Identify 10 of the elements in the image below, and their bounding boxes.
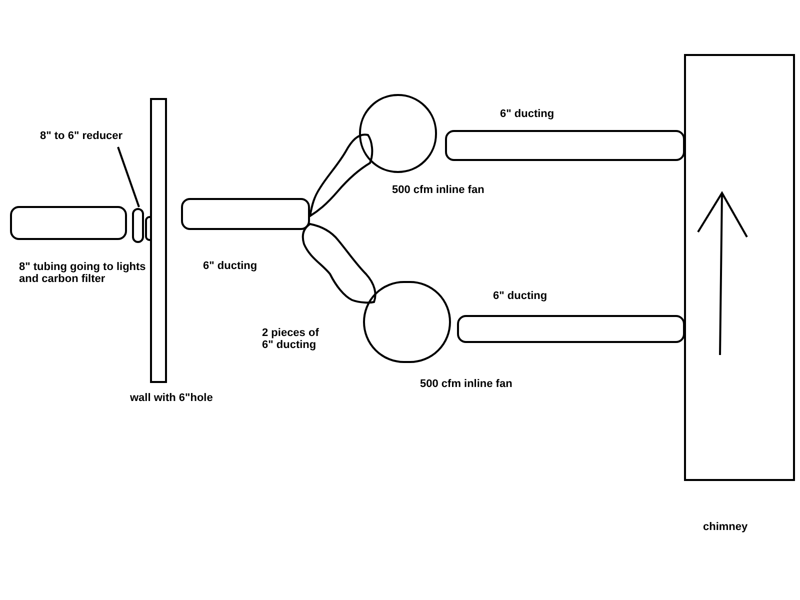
- part-label: 6" ducting: [500, 108, 556, 120]
- part-label: 8" tubing going to lights and carbon filter: [19, 261, 147, 285]
- part-label: 500 cfm inline fan: [392, 184, 486, 196]
- part-label: 8" to 6" reducer: [40, 130, 123, 142]
- note-text: 2 pieces of 6" ducting: [262, 327, 320, 351]
- part-label: chimney: [703, 521, 749, 533]
- part-label: wall with 6"hole: [130, 392, 214, 404]
- part-label: 500 cfm inline fan: [420, 378, 514, 390]
- part-label: 6" ducting: [203, 260, 258, 272]
- part-label: 6" ducting: [493, 290, 548, 302]
